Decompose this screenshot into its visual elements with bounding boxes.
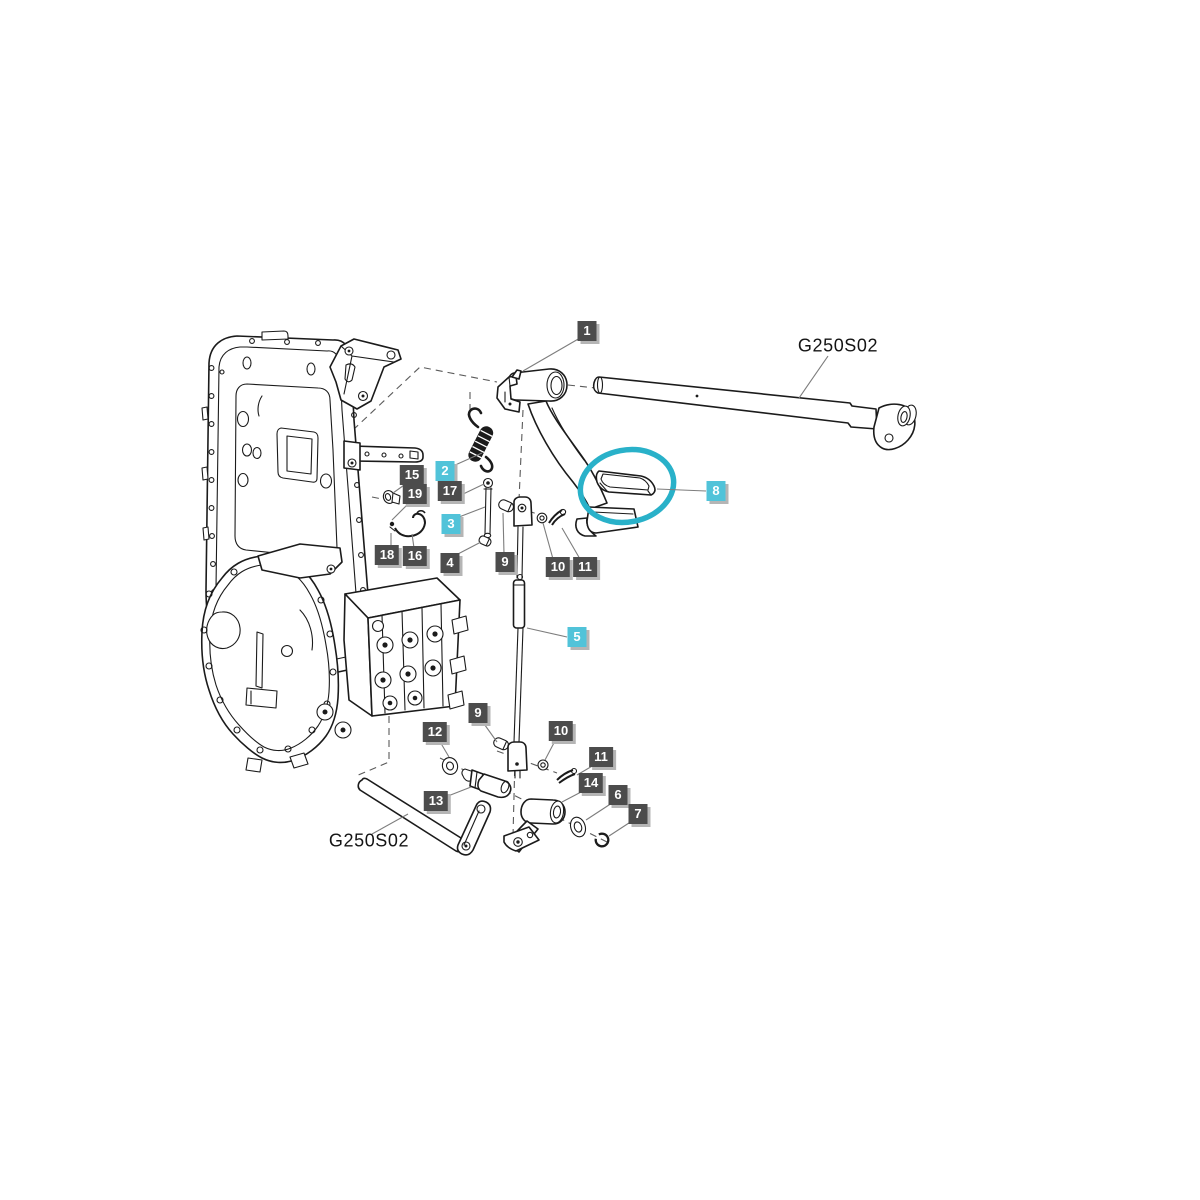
pivot-bolt-13 [461, 768, 512, 799]
leader-line [544, 738, 557, 761]
pedal-link-rod [512, 526, 526, 743]
leader-line [371, 813, 409, 835]
part-callout-8: 8 [706, 481, 726, 501]
highlight-ring [577, 446, 677, 526]
frame-side-arm [343, 440, 424, 471]
clutch-housing [200, 543, 352, 773]
leader-line [542, 522, 554, 560]
part-callout-7: 7 [628, 804, 648, 824]
leader-line [522, 337, 581, 372]
part-callout-1: 1 [577, 321, 597, 341]
washer-10 [536, 512, 548, 524]
part-callout-18: 18 [374, 545, 400, 565]
leader-line [608, 820, 633, 837]
gearbox [343, 577, 469, 717]
part-callout-9: 9 [468, 703, 488, 723]
part-callout-5: 5 [567, 627, 587, 647]
bellcrank-lever [456, 800, 492, 856]
part-callout-10: 10 [548, 721, 574, 741]
part-callout-3: 3 [441, 514, 461, 534]
part-callout-13: 13 [423, 791, 449, 811]
plug-15 [382, 490, 401, 505]
part-callout-12: 12 [422, 722, 448, 742]
leader-line [526, 627, 568, 638]
assembly-ref-label: G250S02 [328, 830, 410, 851]
leader-line [561, 527, 581, 560]
part-callout-2: 2 [435, 461, 455, 481]
shaft-end-flange [872, 403, 917, 451]
clevis-pin-9 [498, 499, 514, 513]
part-callout-14: 14 [578, 773, 604, 793]
assembly-ref-label: G250S02 [797, 335, 879, 356]
clevis-pin-9-lower [493, 737, 509, 751]
return-spring [467, 407, 494, 473]
part-callout-16: 16 [402, 546, 428, 566]
upper-clevis [513, 496, 533, 527]
part-callout-17: 17 [437, 481, 463, 501]
leader-line [458, 483, 485, 497]
screw-18-19 [389, 521, 396, 532]
leader-line [391, 501, 411, 521]
snap-ring-7 [594, 832, 610, 848]
rod-pin [478, 535, 492, 547]
leader-line [798, 355, 829, 399]
leader-line [585, 802, 613, 821]
washer-12 [441, 757, 459, 775]
upper-shaft [592, 376, 917, 451]
pedal-pad [595, 470, 656, 496]
pedal-rod [482, 477, 494, 539]
part-callout-11: 11 [573, 557, 597, 577]
part-callout-10: 10 [545, 557, 571, 577]
part-callout-11: 11 [589, 747, 613, 767]
leader-line [481, 720, 498, 743]
leader-line [452, 452, 483, 467]
lever-14 [503, 798, 566, 853]
leader-line [455, 541, 482, 556]
part-callout-9: 9 [495, 552, 515, 572]
cotter-pin-11-lower [556, 767, 578, 784]
washer-6 [569, 816, 587, 838]
part-callout-15: 15 [399, 465, 425, 485]
part-callout-19: 19 [402, 484, 428, 504]
part-callout-4: 4 [440, 553, 460, 573]
wire-clip-16 [394, 509, 427, 538]
housing-bolt-holes [200, 568, 337, 754]
leader-line [447, 786, 472, 797]
washer-10-lower [537, 759, 549, 771]
leader-line [411, 533, 415, 549]
cotter-pin-11 [548, 508, 567, 526]
frame-top-bracket [329, 338, 402, 410]
leader-line [656, 488, 707, 492]
leader-line [502, 512, 505, 555]
lower-clevis [507, 741, 528, 779]
leader-line [458, 506, 486, 518]
part-callout-6: 6 [608, 785, 628, 805]
leader-line [438, 739, 450, 758]
